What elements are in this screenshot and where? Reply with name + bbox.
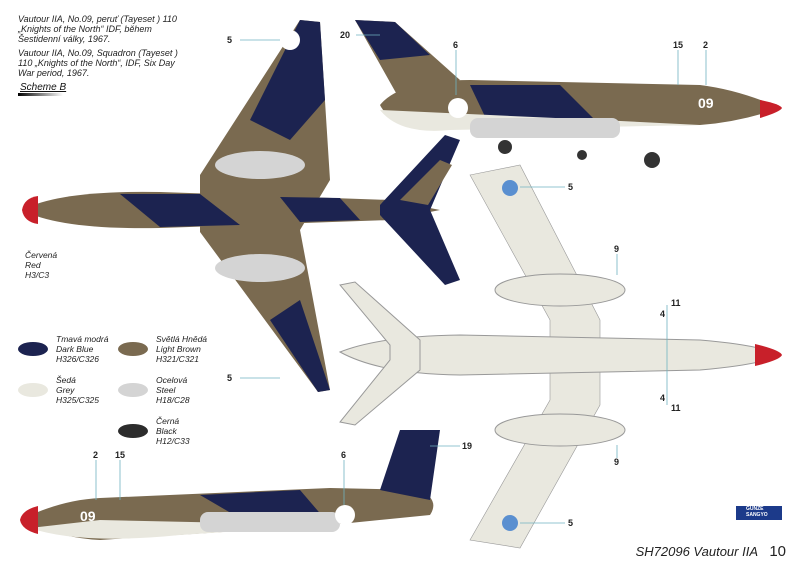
red-label-code: H3/C3 (25, 270, 50, 280)
callout-15: 15 (115, 450, 125, 460)
aircraft-number-bottom: 09 (80, 508, 96, 524)
color-chip (18, 383, 48, 397)
callout-9: 9 (614, 457, 619, 467)
gunze-sangyo-logo: GUNZE SANGYO (736, 506, 782, 520)
callout-20: 20 (340, 30, 350, 40)
callout-6: 6 (453, 40, 458, 50)
callout-15: 15 (673, 40, 683, 50)
color-chip (18, 342, 48, 356)
page-number: 10 (769, 543, 786, 560)
callout-11: 11 (671, 298, 681, 308)
color-chip (118, 342, 148, 356)
description-czech: Vautour IIA, No.09, peruť (Tayeset ) 110… (18, 14, 177, 44)
description-english: Vautour IIA, No.09, Squadron (Tayeset ) … (18, 48, 178, 78)
callout-6: 6 (341, 450, 346, 460)
callout-lines (95, 34, 707, 524)
callout-4: 4 (660, 393, 665, 403)
callout-4: 4 (660, 309, 665, 319)
callout-5: 5 (227, 35, 232, 45)
side-view-bottom: 09 (20, 430, 440, 540)
red-label-en: Red (25, 260, 41, 270)
scheme-label: Scheme B (20, 82, 67, 93)
kit-title: SH72096 Vautour IIA (635, 544, 758, 559)
aircraft-number-top: 09 (698, 95, 714, 111)
red-nose-label: Červená Red H3/C3 (25, 250, 57, 280)
side-view-top: 09 (355, 20, 782, 168)
scheme-underline (18, 93, 63, 96)
callout-9: 9 (614, 244, 619, 254)
top-view-aircraft (22, 20, 460, 392)
callout-11: 11 (671, 403, 681, 413)
callout-19: 19 (462, 441, 472, 451)
callout-5: 5 (568, 518, 573, 528)
callout-2: 2 (93, 450, 98, 460)
red-label-cz: Červená (25, 250, 58, 260)
callout-2: 2 (703, 40, 708, 50)
color-chip (118, 383, 148, 397)
color-chip (118, 424, 148, 438)
callout-5: 5 (568, 182, 573, 192)
callout-5: 5 (227, 373, 232, 383)
underside-view-aircraft (338, 164, 782, 549)
